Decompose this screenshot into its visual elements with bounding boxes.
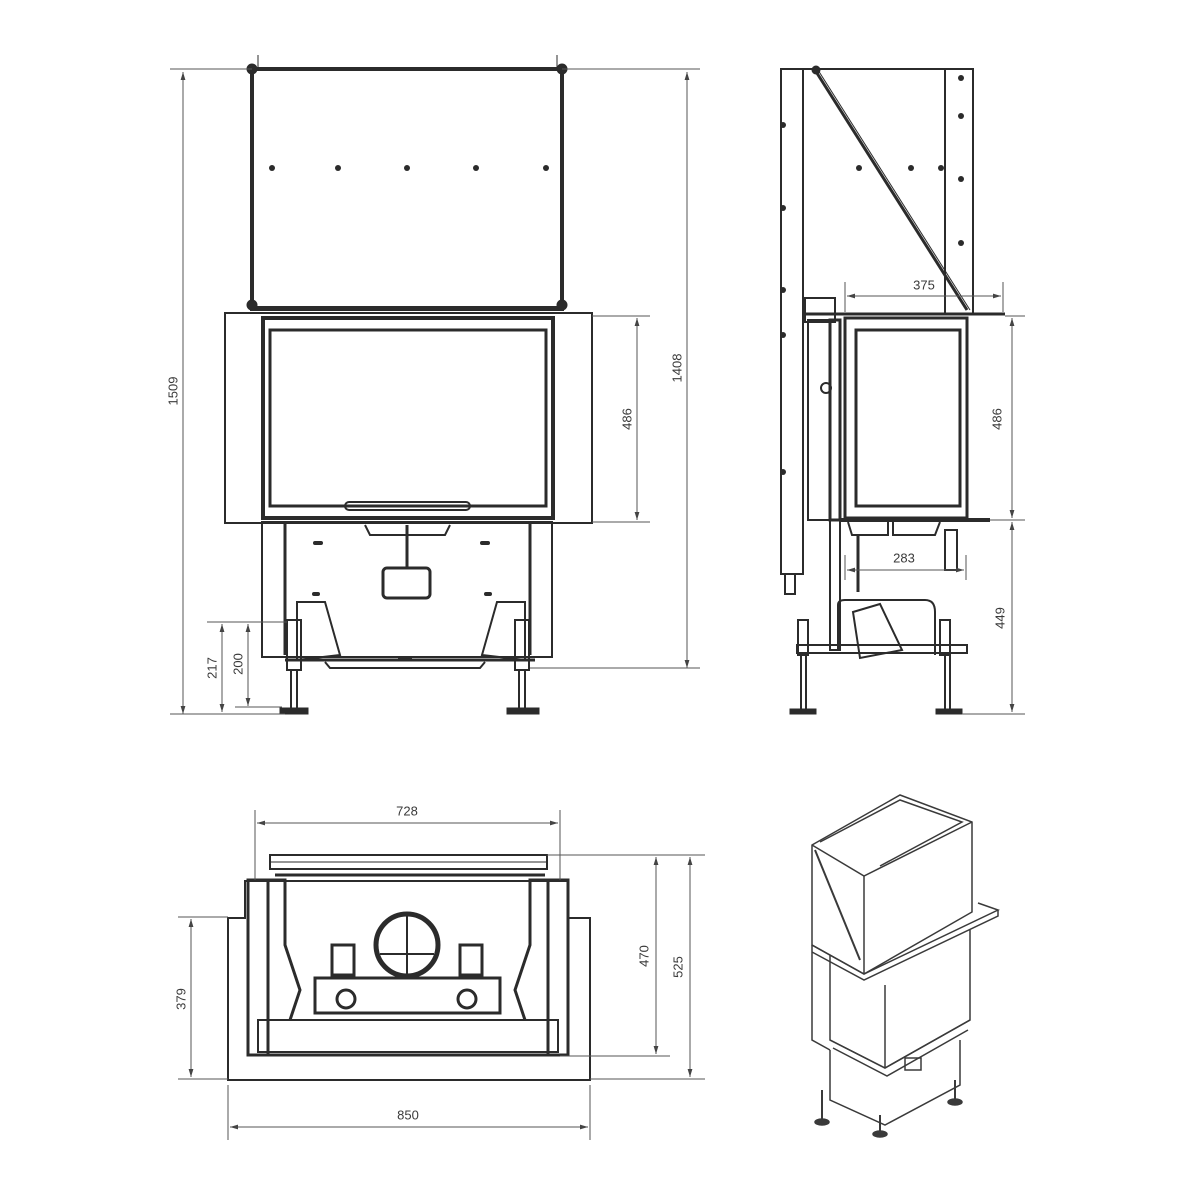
dim-front-door-height: 486 xyxy=(619,408,635,430)
top-dimension-lines xyxy=(178,810,705,1140)
dim-top-depth-470: 470 xyxy=(636,945,652,967)
side-view xyxy=(780,65,1005,715)
dim-side-top-depth: 375 xyxy=(913,277,935,293)
dim-front-leg-217: 217 xyxy=(204,657,220,679)
dim-front-body-height: 1408 xyxy=(669,353,685,383)
dim-top-inner-width: 728 xyxy=(396,803,418,819)
dim-top-side-depth: 379 xyxy=(173,988,189,1010)
side-dimension-lines xyxy=(844,282,1025,715)
isometric-view xyxy=(811,794,1000,1138)
front-dimension-lines xyxy=(170,68,700,715)
top-view xyxy=(227,854,591,1081)
front-view xyxy=(224,55,593,715)
dim-top-depth-525: 525 xyxy=(670,956,686,978)
dim-top-outer-width: 850 xyxy=(397,1107,419,1123)
dim-front-leg-200: 200 xyxy=(230,653,246,675)
dim-side-lower-height: 449 xyxy=(992,607,1008,629)
dim-front-total-height: 1509 xyxy=(165,376,181,406)
dim-side-lower-depth: 283 xyxy=(893,550,915,566)
dim-side-door-height: 486 xyxy=(989,408,1005,430)
